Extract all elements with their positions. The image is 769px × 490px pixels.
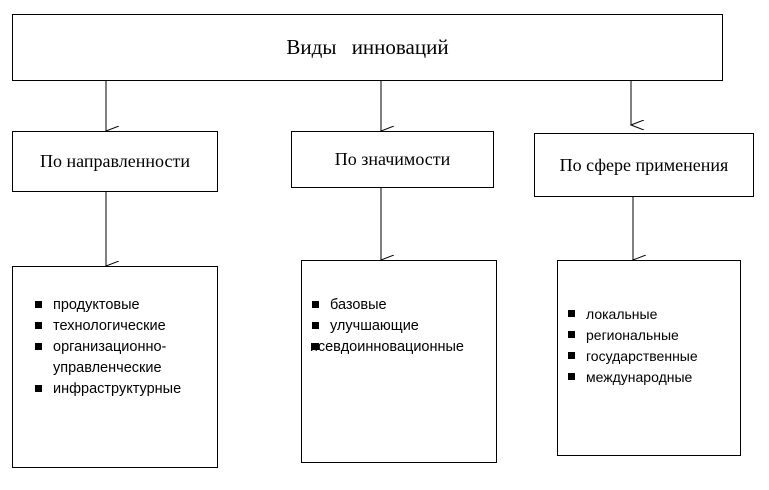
category-box-scope: По сфере применения — [534, 133, 754, 197]
category-box-direction: По направленности — [12, 131, 218, 192]
list-item: продуктовые — [33, 295, 181, 316]
list-item-continuation: управленческие — [53, 360, 162, 376]
bullet-icon — [35, 385, 42, 392]
list-box-scope: локальные региональные государственные м… — [557, 260, 741, 456]
bullet-icon — [568, 373, 575, 380]
bullet-icon — [312, 301, 319, 308]
list-item: организационно- — [33, 337, 181, 358]
bullet-icon — [312, 322, 319, 329]
bullet-icon — [568, 331, 575, 338]
title-box: Виды инноваций — [12, 14, 723, 81]
list-item: государственные — [566, 346, 698, 367]
list-box-direction: продуктовые технологические организацион… — [12, 266, 218, 468]
bullet-icon — [312, 343, 319, 350]
list-item: региональные — [566, 325, 698, 346]
bullet-icon — [35, 343, 42, 350]
diagram-title: Виды инноваций — [286, 35, 449, 59]
category-label: По сфере применения — [559, 154, 729, 175]
category-label: По значимости — [334, 149, 451, 169]
bullet-icon — [35, 301, 42, 308]
category-label: По направленности — [40, 151, 190, 171]
list-item: международные — [566, 367, 698, 388]
category-box-significance: По значимости — [291, 131, 494, 188]
bullet-icon — [35, 322, 42, 329]
list-item-continuation: псевдоинновационные — [310, 339, 464, 355]
list-item: инфраструктурные — [33, 379, 181, 400]
bullet-icon — [568, 352, 575, 359]
list-item: базовые — [310, 295, 464, 316]
list-item: технологические — [33, 316, 181, 337]
list-item: локальные — [566, 304, 698, 325]
bullet-icon — [568, 310, 575, 317]
list-item: улучшающие — [310, 316, 464, 337]
list-box-significance: базовые улучшающие псевдоинновационные — [301, 260, 497, 463]
